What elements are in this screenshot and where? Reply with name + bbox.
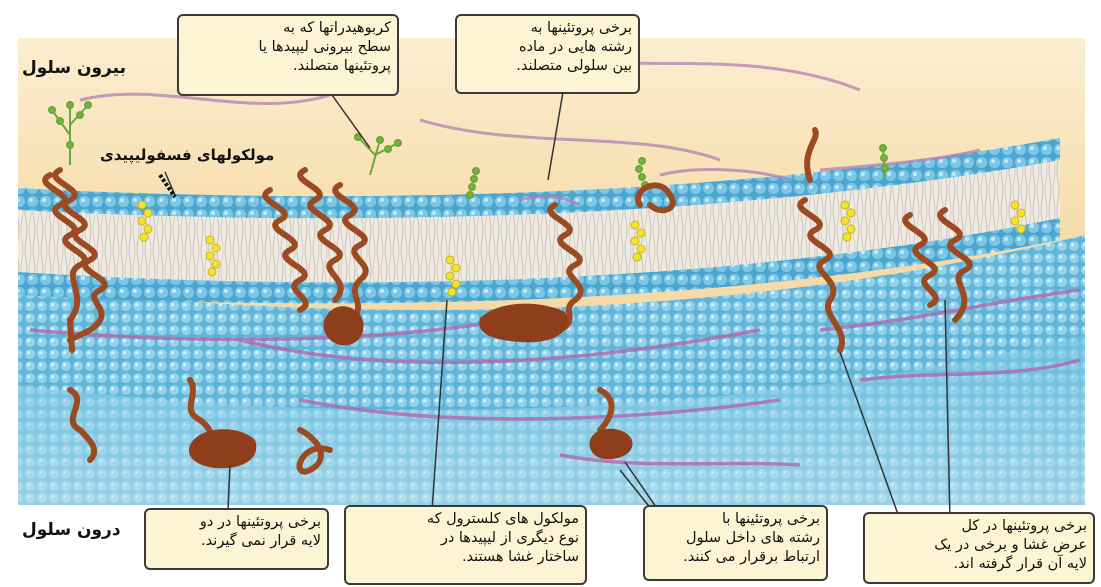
phospholipid-label: مولکولهای فسفولیپیدی [100, 146, 274, 164]
callout-protein-inner-fibers: برخی پروتئینها با رشته های داخل سلول ارت… [643, 505, 828, 581]
callout-carbohydrates: کربوهیدراتها که به سطح بیرونی لیپیدها یا… [177, 14, 399, 96]
callout-protein-not-in-layers: برخی پروتئینها در دو لایه قرار نمی گیرند… [144, 508, 329, 570]
outside-cell-label: بیرون سلول [22, 58, 126, 78]
callout-protein-fibers-outer: برخی پروتئینها به رشته هایی در ماده بین … [455, 14, 640, 94]
inside-cell-label: درون سلول [22, 520, 121, 540]
callout-cholesterol: مولکول های کلسترول که نوع دیگری از لیپید… [344, 505, 587, 585]
callout-protein-spanning: برخی پروتئینها در کل عرض غشا و برخی در ی… [863, 512, 1095, 584]
